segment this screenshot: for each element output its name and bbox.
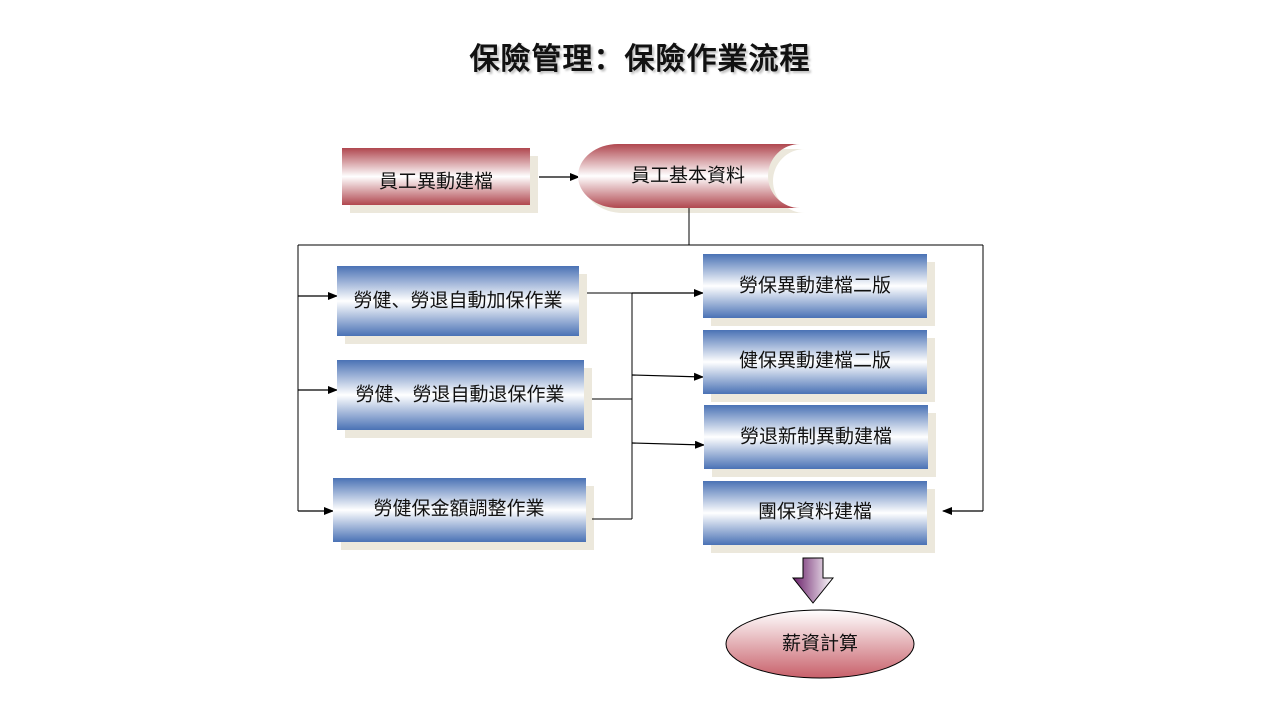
health-change-label: 健保異動建檔二版 [739, 350, 891, 372]
pension-change-label: 勞退新制異動建檔 [740, 426, 892, 448]
auto-add-label: 勞健、勞退自動加保作業 [353, 290, 562, 312]
health-change-box: 健保異動建檔二版 [703, 330, 935, 402]
labor-change-label: 勞保異動建檔二版 [739, 275, 891, 297]
payroll-node: 薪資計算 [725, 609, 915, 679]
payroll-label: 薪資計算 [782, 633, 858, 655]
arrow-to-health-change [631, 372, 704, 381]
employee-basic-data-store: 員工基本資料 [578, 144, 805, 213]
auto-withdraw-box: 勞健、勞退自動退保作業 [337, 360, 592, 438]
labor-change-box: 勞保異動建檔二版 [703, 254, 935, 326]
amount-adjust-box: 勞健保金額調整作業 [333, 478, 594, 550]
auto-add-box: 勞健、勞退自動加保作業 [337, 266, 587, 344]
pension-change-box: 勞退新制異動建檔 [704, 405, 936, 477]
down-arrow-icon [791, 557, 835, 604]
group-insurance-box: 團保資料建檔 [703, 481, 935, 553]
employee-change-box: 員工異動建檔 [342, 148, 538, 213]
page-title: 保險管理：保險作業流程 [469, 42, 811, 77]
employee-basic-label: 員工基本資料 [631, 165, 745, 187]
employee-change-label: 員工異動建檔 [379, 171, 493, 193]
group-insurance-label: 團保資料建檔 [758, 501, 872, 523]
arrow-to-pension-change [631, 440, 705, 449]
amount-adjust-label: 勞健保金額調整作業 [373, 498, 544, 520]
auto-withdraw-label: 勞健、勞退自動退保作業 [355, 384, 564, 406]
